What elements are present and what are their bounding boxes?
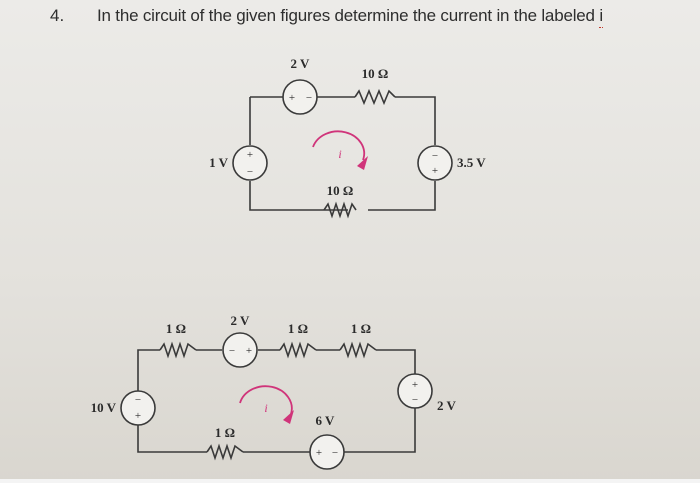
question-variable: i [599,6,603,25]
source-label: 3.5 V [457,155,486,170]
source-label: 2 V [437,398,457,413]
circuit-1: + − 2 V 10 Ω + − 1 V − + 3.5 V 10 Ω [209,56,486,219]
bottom-edge [0,479,700,483]
current-label: i [264,401,267,415]
minus-sign: − [412,394,418,406]
question-body: In the circuit of the given figures dete… [97,6,600,25]
voltage-source-1v-left: + − 1 V [209,145,268,181]
resistor-1ohm-top-middle: 1 Ω [279,321,317,359]
plus-sign: + [316,447,322,459]
source-label: 10 V [91,400,117,415]
plus-sign: + [432,165,438,177]
plus-sign: + [289,92,295,104]
resistor-label: 1 Ω [215,425,235,440]
arrowhead-icon [283,410,294,424]
source-circle [120,390,156,426]
voltage-source-10v-left: − + 10 V [91,390,156,426]
minus-sign: − [332,447,338,459]
minus-sign: − [247,166,253,178]
resistor-label: 1 Ω [288,321,308,336]
wire [368,181,436,211]
resistor-label: 10 Ω [362,66,389,81]
arrowhead-icon [357,156,368,170]
resistor-zigzag [159,341,197,359]
resistor-zigzag [323,201,357,219]
resistor-zigzag [339,341,377,359]
wire [137,425,207,453]
resistor-label: 10 Ω [327,183,354,198]
plus-sign: + [412,379,418,391]
plus-sign: + [135,410,141,422]
plus-sign: + [247,149,253,161]
resistor-10ohm-bottom: 10 Ω [323,183,357,219]
voltage-source-6v-bottom: + − 6 V [309,413,345,470]
wire [376,349,416,374]
clockwise-arc-icon [312,130,366,161]
resistor-zigzag [206,443,244,461]
source-circle [222,332,258,368]
resistor-1ohm-top-right: 1 Ω [339,321,377,359]
clockwise-arc-icon [239,385,293,415]
wire [137,349,160,391]
source-circle [309,434,345,470]
source-circle [397,373,433,409]
minus-sign: − [229,345,235,357]
voltage-source-2v-top: + − 2 V [282,56,318,115]
resistor-10ohm-top: 10 Ω [354,66,396,106]
voltage-source-2v-top: − + 2 V [222,313,258,368]
loop-current-arrow: i [312,130,368,170]
question-text: In the circuit of the given figures dete… [97,6,603,26]
minus-sign: − [432,150,438,162]
wire [344,408,416,453]
wire [395,96,436,145]
loop-current-arrow: i [239,385,294,424]
source-circle [282,79,318,115]
resistor-label: 1 Ω [351,321,371,336]
resistor-label: 1 Ω [166,321,186,336]
current-label: i [338,147,341,161]
source-label: 1 V [209,155,229,170]
wire [249,181,348,211]
source-label: 6 V [316,413,336,428]
resistor-1ohm-bottom: 1 Ω [206,425,244,461]
resistor-zigzag [354,88,396,106]
voltage-source-2v-right: + − 2 V [397,373,457,413]
source-label: 2 V [231,313,251,328]
source-label: 2 V [291,56,311,71]
voltage-source-3-5v-right: − + 3.5 V [417,145,486,181]
minus-sign: − [135,394,141,406]
circuit-2: 1 Ω − + 2 V 1 Ω 1 Ω − + 10 V + [91,313,457,470]
source-circle [232,145,268,181]
minus-sign: − [306,92,312,104]
question-number: 4. [50,6,65,25]
plus-sign: + [246,345,252,357]
resistor-zigzag [279,341,317,359]
source-circle [417,145,453,181]
resistor-1ohm-top-left: 1 Ω [159,321,197,359]
